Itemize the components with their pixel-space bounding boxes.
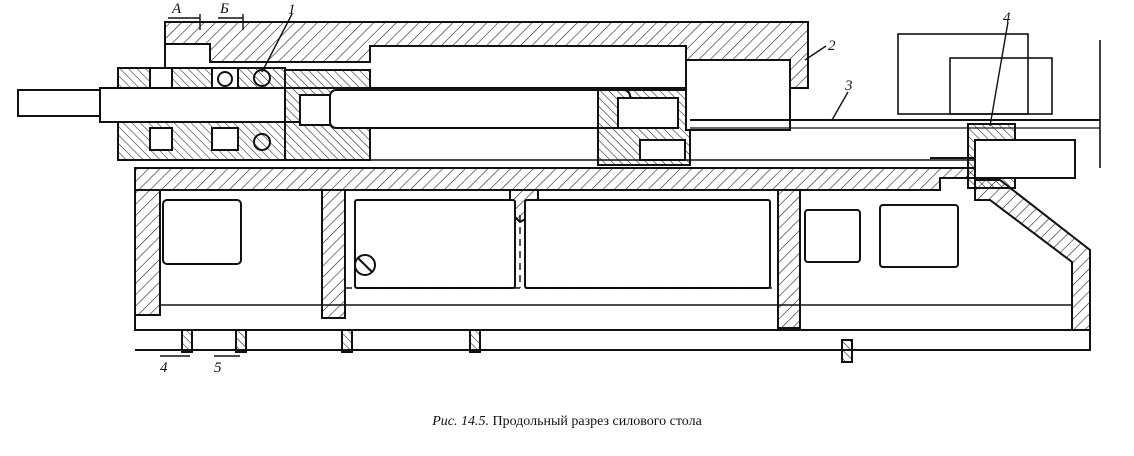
callout-part-4-top: 4 xyxy=(1003,10,1011,26)
spindle-assembly xyxy=(17,59,1100,166)
leader-lines xyxy=(160,13,1009,357)
callout-part-1: 1 xyxy=(288,2,296,18)
callout-section-b: Б xyxy=(219,1,229,17)
base-left-rib xyxy=(321,189,346,319)
base-middle-rib xyxy=(777,189,801,329)
figure-caption-text: Продольный разрез силового стола xyxy=(492,414,702,429)
shaft-left-end xyxy=(17,89,103,117)
base-right-slanted-wall xyxy=(974,179,1091,331)
upper-housing-outline xyxy=(164,21,809,89)
base-windows xyxy=(162,199,959,289)
bottom-fittings xyxy=(181,329,853,363)
callout-part-2: 2 xyxy=(828,38,836,54)
callout-section-a: А xyxy=(171,1,182,17)
figure-caption: Рис. 14.5. Продольный разрез силового ст… xyxy=(0,414,1134,430)
base-body xyxy=(134,167,1091,351)
figure-caption-number: Рис. 14.5. xyxy=(432,414,489,429)
right-unit xyxy=(897,33,1101,189)
upper-housing xyxy=(164,21,809,89)
drain-plug xyxy=(354,254,376,276)
hidden-lines xyxy=(345,215,778,289)
lead-screw xyxy=(329,89,631,129)
base-left-wall xyxy=(134,189,161,316)
callout-part-3: 3 xyxy=(844,78,853,94)
callout-port-5: 5 xyxy=(214,360,222,376)
callout-port-4: 4 xyxy=(160,360,168,376)
base-top-slab xyxy=(134,167,981,191)
